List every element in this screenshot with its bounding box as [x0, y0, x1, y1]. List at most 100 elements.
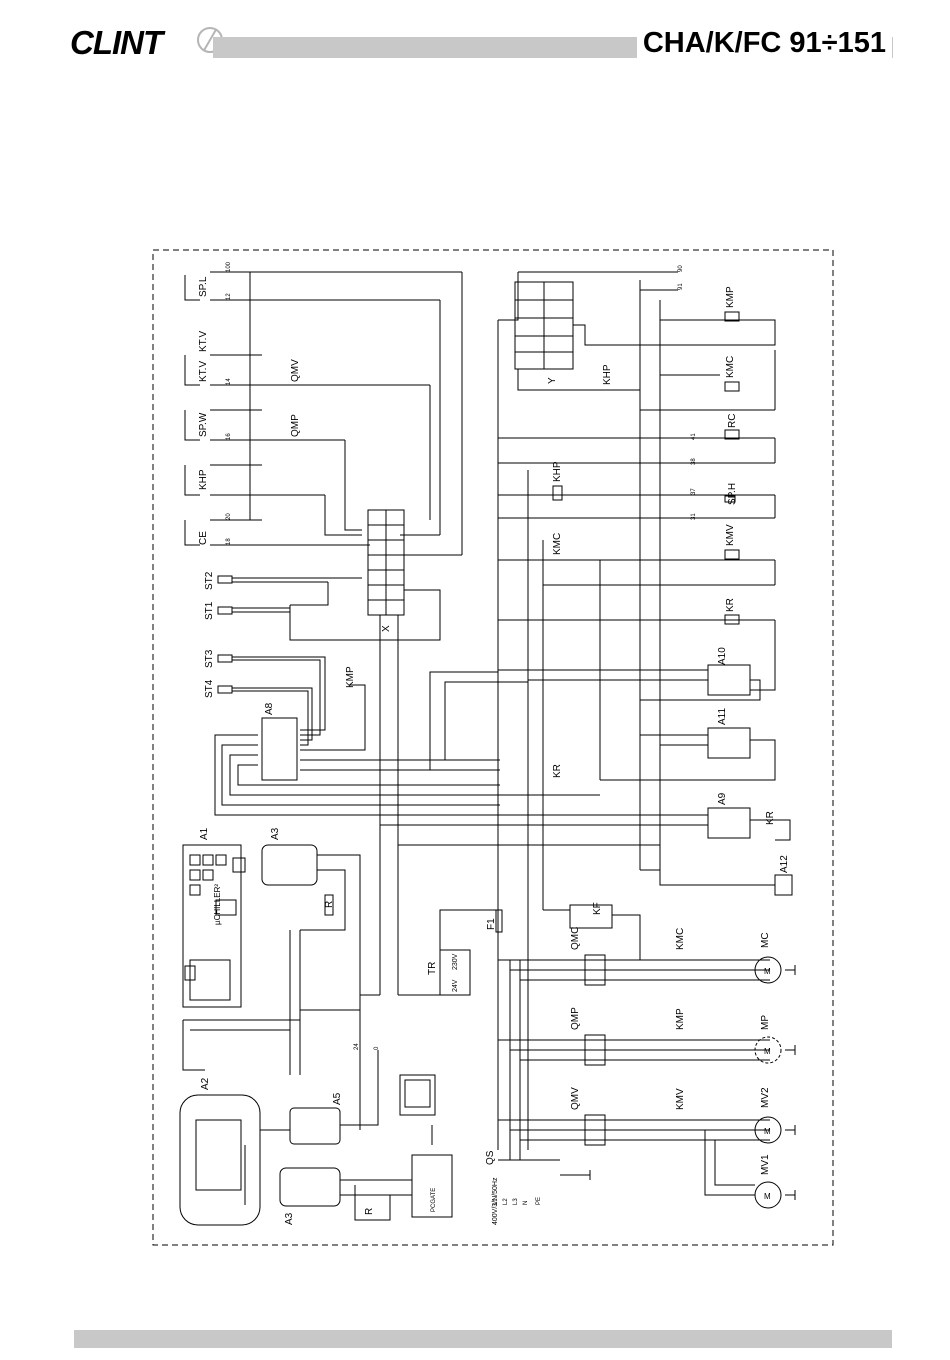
terminal-a2	[179, 1094, 261, 1226]
diagram-border	[152, 249, 834, 1246]
wire-91: 91	[678, 283, 684, 290]
label-a1: A1	[199, 827, 210, 840]
motor-mp-m: M	[764, 1047, 771, 1056]
label-sp-w: SP.W	[198, 412, 209, 437]
label-n: N	[523, 1201, 529, 1205]
label-kmp-coil: KMP	[725, 286, 736, 308]
transformer-tr	[439, 949, 471, 996]
label-a3-top: A3	[270, 827, 281, 840]
label-mv2: MV2	[760, 1087, 771, 1108]
wire-14: 14	[226, 378, 232, 385]
label-qmc: QMC	[570, 927, 581, 950]
wire-38: 38	[691, 458, 697, 465]
label-kmv-contact: KMV	[675, 1088, 686, 1110]
label-st4: ST4	[204, 679, 215, 698]
label-mc: MC	[760, 932, 771, 948]
label-kmc-coil: KMC	[725, 356, 736, 378]
label-kt-v-1: KT.V	[198, 331, 209, 352]
label-qmp: QMP	[290, 414, 301, 437]
label-kmv-coil: KMV	[725, 524, 736, 546]
label-a10: A10	[717, 647, 728, 665]
label-kmp-contact: KMP	[675, 1008, 686, 1030]
wire-100: 100	[226, 261, 232, 272]
board-a8	[261, 717, 298, 781]
label-kf: KF	[592, 902, 603, 915]
label-qmp-2: QMP	[570, 1007, 581, 1030]
label-l1: L1	[493, 1198, 499, 1205]
label-kr-nc: KR	[552, 764, 563, 778]
label-mp: MP	[760, 1015, 771, 1030]
wire-90: 90	[678, 265, 684, 272]
label-ce: CE	[198, 531, 209, 545]
wire-0: 0	[374, 1046, 380, 1050]
wire-16: 16	[226, 433, 232, 440]
label-pchiller: µCHILLER²	[213, 884, 222, 925]
label-qmv-2: QMV	[570, 1087, 581, 1110]
motor-mv1-m: M	[764, 1192, 771, 1201]
label-a3-bottom: A3	[284, 1212, 295, 1225]
label-rc: RC	[727, 414, 738, 428]
label-qmv: QMV	[290, 359, 301, 382]
label-st3: ST3	[204, 649, 215, 668]
label-sp-h: SP.H	[727, 483, 738, 505]
wire-24: 24	[354, 1043, 360, 1050]
label-a8: A8	[264, 702, 275, 715]
label-supply: 400V/3/N/50Hz	[492, 1177, 499, 1225]
label-tr: TR	[427, 962, 438, 975]
label-st2: ST2	[204, 571, 215, 590]
wire-18: 18	[226, 538, 232, 545]
module-a12	[774, 874, 793, 896]
label-pcgate: PCGATE	[431, 1188, 437, 1212]
board-a1	[182, 844, 242, 1008]
board-a5	[289, 1107, 341, 1145]
label-f1: F1	[486, 918, 497, 930]
clint-logo: CLINT	[70, 24, 223, 62]
label-kmc-contact: KMC	[675, 928, 686, 950]
motor-mp	[754, 1036, 782, 1064]
label-a11: A11	[717, 708, 728, 725]
label-sp-l: SP.L	[198, 276, 209, 297]
label-r-top: R	[324, 901, 335, 908]
label-kmp-a8: KMP	[345, 666, 356, 688]
module-a11	[707, 727, 751, 759]
label-y: Y	[547, 377, 558, 384]
motor-mv2	[754, 1116, 782, 1144]
label-l3: L3	[513, 1198, 519, 1205]
label-kmc-nc: KMC	[552, 533, 563, 555]
label-a9: A9	[717, 792, 728, 805]
label-24v: 24V	[452, 979, 459, 992]
label-mv1: MV1	[760, 1154, 771, 1175]
label-a12: A12	[779, 855, 790, 873]
board-a3-bottom	[279, 1167, 341, 1207]
label-st1: ST1	[204, 601, 215, 620]
board-a3-top	[261, 844, 318, 886]
label-kr-a9: KR	[765, 811, 776, 825]
wire-41: 41	[691, 433, 697, 440]
label-x: X	[381, 625, 392, 632]
motor-mv2-m: M	[764, 1127, 771, 1136]
footer-bar	[74, 1330, 892, 1348]
label-khp-left: KHP	[198, 469, 209, 490]
wire-31: 31	[691, 513, 697, 520]
label-230v: 230V	[452, 953, 459, 970]
label-kr-coil: KR	[725, 598, 736, 612]
page-header: CLINT CHA/K/FC 91÷151	[0, 0, 950, 80]
pcgate-box	[411, 1154, 453, 1218]
model-title: CHA/K/FC 91÷151	[636, 27, 892, 60]
motor-mc-m: M	[764, 967, 771, 976]
label-qs: QS	[485, 1150, 496, 1165]
relay-kf	[569, 904, 613, 929]
label-khp-coil: KHP	[552, 461, 563, 482]
module-a10	[707, 664, 751, 696]
label-pe: PE	[536, 1197, 542, 1205]
wire-12: 12	[226, 293, 232, 300]
wire-20: 20	[226, 513, 232, 520]
motor-mc	[754, 956, 782, 984]
label-l2: L2	[503, 1198, 509, 1205]
module-a9	[707, 807, 751, 839]
label-a5: A5	[332, 1092, 343, 1105]
label-khp-top: KHP	[602, 364, 613, 385]
wire-37: 37	[691, 488, 697, 495]
label-kt-v-2: KT.V	[198, 361, 209, 382]
